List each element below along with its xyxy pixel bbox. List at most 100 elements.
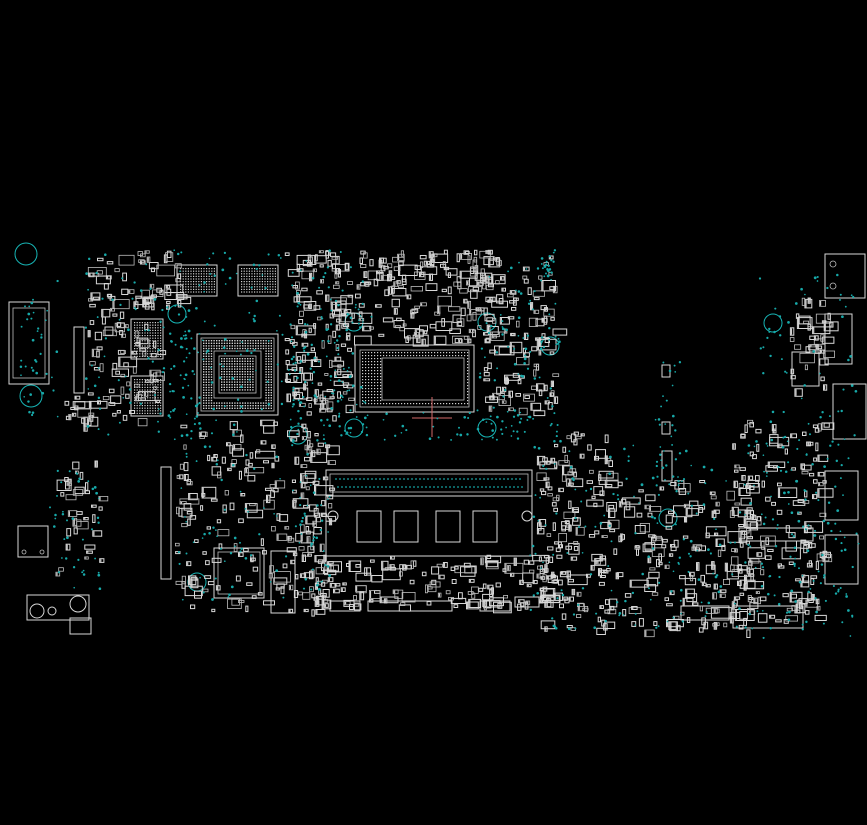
via-pad xyxy=(19,365,23,368)
via-pad xyxy=(327,498,329,501)
smd-component xyxy=(745,540,750,545)
via-pad xyxy=(552,553,555,556)
small-connector xyxy=(17,525,49,558)
smd-component xyxy=(318,250,324,254)
via-pad xyxy=(29,393,32,396)
via-pad xyxy=(357,308,360,311)
smd-component xyxy=(622,609,627,617)
smd-component xyxy=(802,431,807,437)
via-pad xyxy=(837,590,840,593)
via-pad xyxy=(76,472,79,475)
smd-component xyxy=(782,593,789,598)
smd-component xyxy=(179,498,200,505)
smd-component xyxy=(175,294,188,300)
smd-component xyxy=(700,574,706,583)
smd-component xyxy=(668,510,675,515)
smd-component xyxy=(311,609,315,617)
via-pad xyxy=(195,415,199,418)
via-pad xyxy=(668,483,671,486)
via-pad xyxy=(675,490,678,493)
smd-component xyxy=(794,344,802,350)
via-pad xyxy=(544,264,547,267)
via-pad xyxy=(774,545,778,548)
via-pad xyxy=(767,592,770,596)
via-pad xyxy=(786,440,789,443)
smd-component xyxy=(807,323,811,331)
via-pad xyxy=(687,552,691,555)
smd-component xyxy=(487,362,492,370)
via-pad xyxy=(249,554,253,557)
via-pad xyxy=(351,352,355,355)
smd-component xyxy=(426,601,432,606)
smd-component xyxy=(91,348,100,358)
smd-component xyxy=(335,324,341,331)
via-pad xyxy=(547,264,550,267)
smd-component xyxy=(232,444,242,451)
via-pad xyxy=(702,503,706,506)
smd-component xyxy=(565,524,571,528)
via-pad xyxy=(802,525,805,528)
via-pad xyxy=(199,576,201,579)
smd-component xyxy=(317,316,322,321)
via-pad xyxy=(305,474,308,477)
smd-component xyxy=(459,288,468,294)
via-pad xyxy=(584,525,587,528)
smd-component xyxy=(465,251,470,255)
smd-component xyxy=(532,580,538,585)
via-pad xyxy=(522,337,525,339)
via-pad xyxy=(57,571,61,574)
smd-component xyxy=(813,457,818,462)
via-pad xyxy=(195,306,198,310)
via-pad xyxy=(677,476,679,478)
smd-component xyxy=(773,465,778,469)
smd-component xyxy=(815,345,823,350)
smd-component xyxy=(746,507,753,512)
smd-component xyxy=(761,541,765,550)
smd-component xyxy=(711,510,717,518)
via-pad xyxy=(548,268,552,271)
smd-component xyxy=(103,283,109,290)
via-pad xyxy=(343,429,347,432)
via-pad xyxy=(279,477,281,480)
via-pad xyxy=(525,268,528,270)
via-pad xyxy=(360,430,363,434)
via-pad xyxy=(618,614,621,617)
smd-component xyxy=(327,259,332,267)
via-pad xyxy=(813,534,817,537)
via-pad xyxy=(512,430,515,433)
via-pad xyxy=(338,425,341,428)
via-pad xyxy=(223,338,227,341)
smd-component xyxy=(471,592,476,599)
smd-component xyxy=(183,474,189,481)
via-pad xyxy=(299,401,303,404)
smd-component xyxy=(789,337,795,342)
smd-component xyxy=(541,594,561,603)
via-pad xyxy=(340,394,343,397)
via-pad xyxy=(201,537,204,539)
smd-component xyxy=(717,549,722,557)
smd-component xyxy=(305,515,317,525)
smd-component xyxy=(573,546,579,551)
via-pad xyxy=(549,387,552,390)
smd-component xyxy=(561,474,567,482)
smd-component xyxy=(701,617,706,626)
via-pad xyxy=(162,367,166,370)
smd-component xyxy=(369,259,374,267)
via-pad xyxy=(111,298,114,302)
smd-component xyxy=(483,378,491,382)
smd-component xyxy=(517,603,522,611)
via-pad xyxy=(349,409,352,412)
via-pad xyxy=(203,532,206,536)
via-pad xyxy=(554,302,557,305)
via-pad xyxy=(228,276,232,280)
smd-component xyxy=(348,397,355,401)
smd-component xyxy=(110,307,115,312)
smd-component xyxy=(295,532,303,542)
via-pad xyxy=(665,464,668,467)
smd-component xyxy=(456,253,460,263)
via-pad xyxy=(816,280,819,282)
smd-component xyxy=(522,266,530,272)
via-pad xyxy=(553,249,557,252)
via-pad xyxy=(94,557,97,560)
